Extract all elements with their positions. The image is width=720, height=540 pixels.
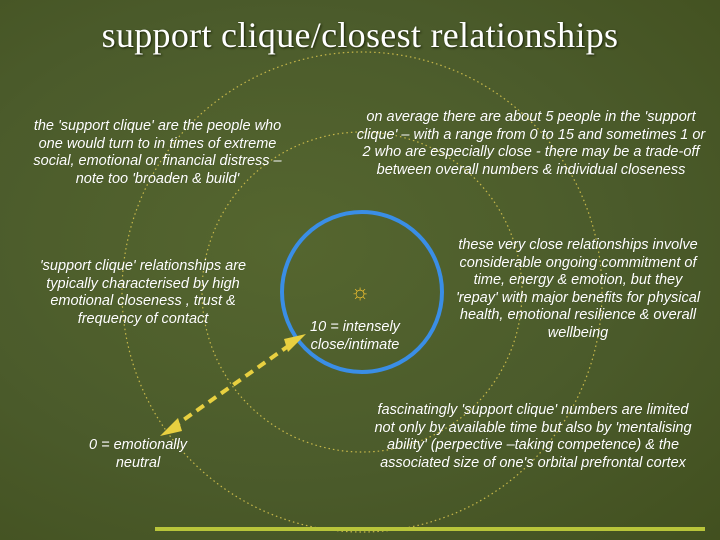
- slide-title: support clique/closest relationships: [101, 15, 619, 55]
- left-top-text: the 'support clique' are the people who …: [33, 118, 282, 187]
- right-top-text: on average there are about 5 people in t…: [356, 109, 706, 178]
- outer-dotted-ring: [121, 51, 603, 533]
- closeness-scale-arrow: [160, 334, 306, 436]
- middle-dotted-ring: [201, 131, 523, 453]
- left-mid-text: 'support clique' relationships are typic…: [39, 258, 247, 327]
- scale-high-label: 10 = intensely close/intimate: [310, 319, 400, 353]
- arrowhead-low: [160, 418, 182, 436]
- right-bottom-text: fascinatingly 'support clique' numbers a…: [374, 402, 692, 471]
- right-mid-text: these very close relationships involve c…: [455, 237, 701, 341]
- bottom-accent-bar: [155, 527, 705, 531]
- inner-blue-circle: [280, 210, 444, 374]
- scale-low-label: 0 = emotionally neutral: [89, 437, 187, 471]
- sun-icon: ☼: [350, 279, 371, 304]
- arrowhead-high: [284, 334, 306, 352]
